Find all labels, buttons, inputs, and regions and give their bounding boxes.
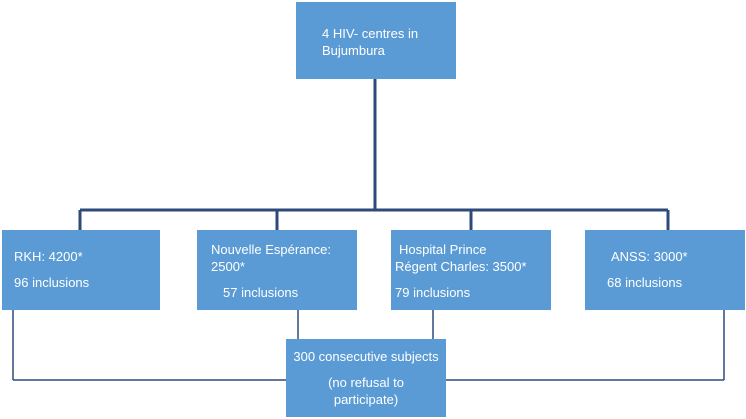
centre-inclusions: 79 inclusions: [395, 285, 471, 300]
consecutive-subjects-box: 300 consecutive subjects (no refusal to …: [286, 339, 446, 417]
centre-name-line-1: Hospital Prince: [399, 242, 487, 257]
consecutive-subjects-line-1: 300 consecutive subjects: [293, 349, 439, 364]
centre-inclusions: 96 inclusions: [14, 275, 90, 290]
consecutive-subjects-line-3: participate): [333, 392, 399, 407]
centre-box-anss: ANSS: 3000* 68 inclusions: [585, 230, 745, 310]
centre-box-nouvelle-esperance: Nouvelle Espérance: 2500* 57 inclusions: [197, 230, 357, 310]
hiv-centres-line-2: Bujumbura: [322, 43, 385, 58]
centre-name-line-2: 2500*: [211, 259, 245, 274]
centre-box-hospital-prince-regent-charles: Hospital Prince Régent Charles: 3500* 79…: [391, 230, 551, 310]
centre-name: RKH: 4200*: [14, 249, 83, 264]
hiv-centres-line-1: 4 HIV- centres in: [322, 26, 419, 41]
centre-inclusions: 57 inclusions: [223, 285, 299, 300]
centre-name-line-1: Nouvelle Espérance:: [211, 242, 331, 257]
centre-box-rkh: RKH: 4200* 96 inclusions: [2, 230, 160, 310]
centre-inclusions: 68 inclusions: [607, 275, 683, 290]
consecutive-subjects-line-2: (no refusal to: [328, 375, 404, 390]
centre-name-line-2: Régent Charles: 3500*: [395, 259, 527, 274]
hiv-centres-box: 4 HIV- centres in Bujumbura: [296, 2, 456, 79]
centre-name: ANSS: 3000*: [611, 249, 688, 264]
